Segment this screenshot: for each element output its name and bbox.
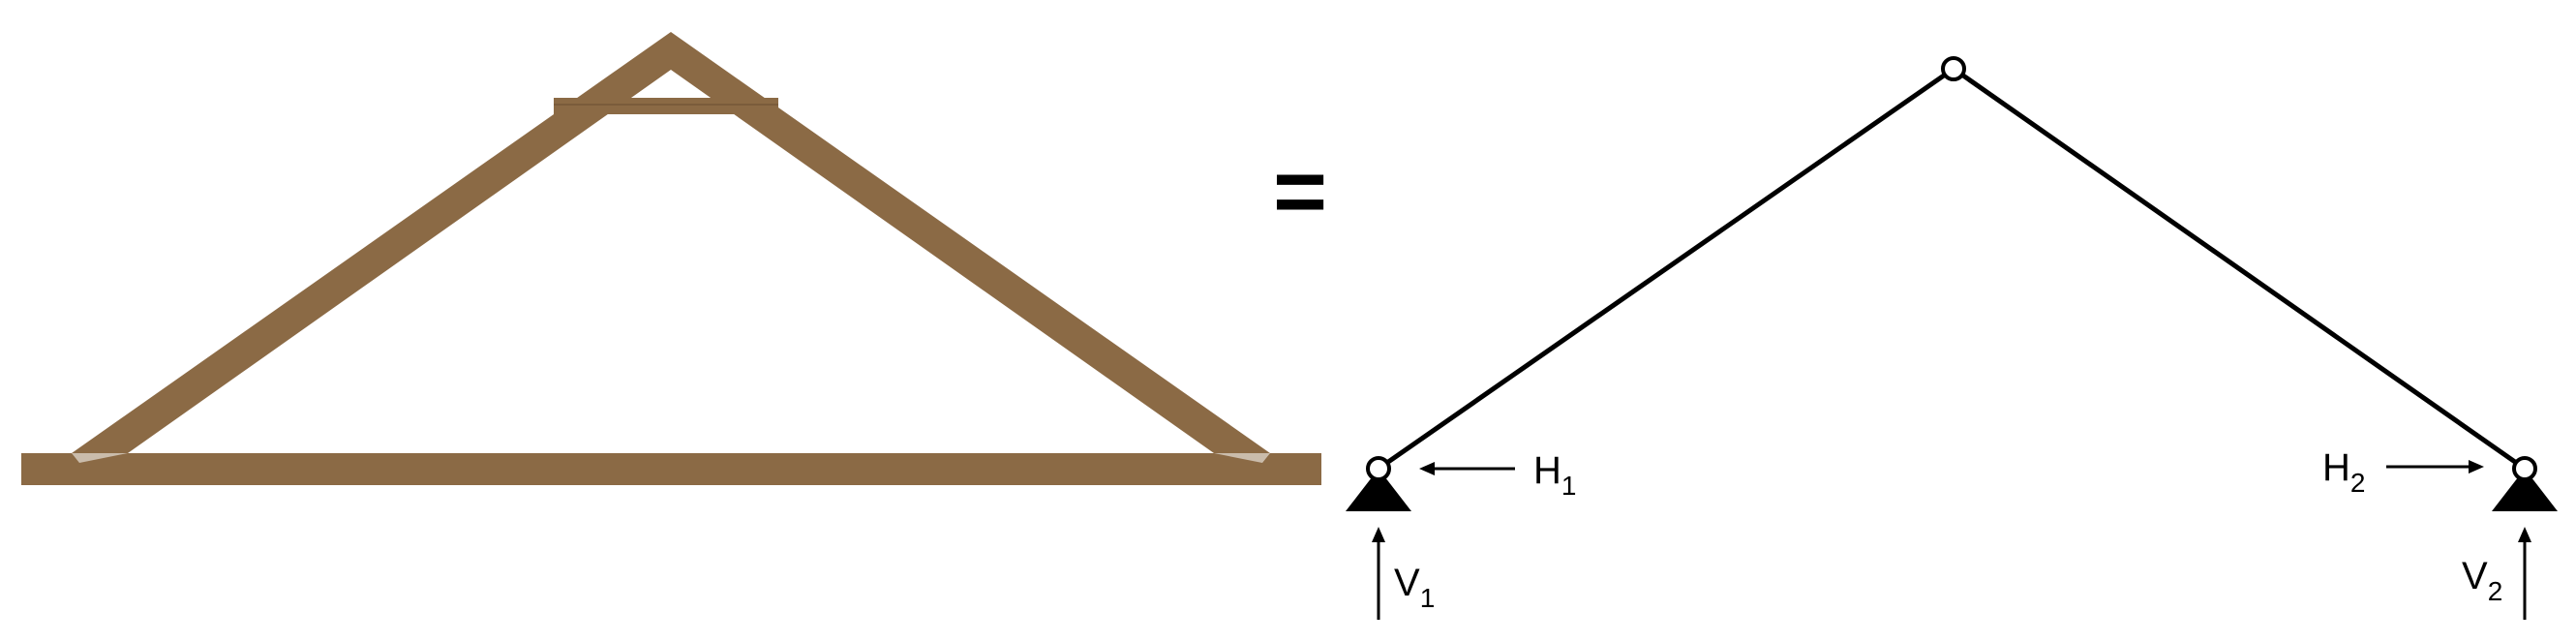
h1-label: H1 <box>1533 449 1576 501</box>
v1-label: V1 <box>1394 562 1435 613</box>
pin-support-icon <box>1346 456 1411 511</box>
truss-right-rafter <box>671 32 1270 453</box>
h2-arrow-head <box>2469 460 2484 474</box>
right-support-hinge <box>2512 456 2537 481</box>
reaction-forces <box>1372 460 2531 620</box>
frame-left-member <box>1377 66 1955 472</box>
truss-left-rafter <box>72 32 671 453</box>
h2-label: H2 <box>2322 446 2365 498</box>
timber-truss <box>21 32 1321 485</box>
left-support-hinge <box>1366 456 1391 481</box>
truss-bottom-chord <box>21 453 1321 485</box>
v2-arrow-head <box>2518 527 2531 542</box>
v1-arrow-head <box>1372 527 1385 542</box>
truss-collar-tie <box>554 98 778 114</box>
v2-label: V2 <box>2462 555 2502 606</box>
force-labels: H1 V1 H2 V2 <box>1394 446 2502 613</box>
hinge-icon <box>1941 56 1966 81</box>
truss-right-foot-cut <box>1214 453 1270 463</box>
equals-sign: = <box>1273 139 1327 243</box>
pin-support-icon <box>2492 456 2558 511</box>
frame-right-member <box>1952 66 2527 472</box>
left-support-triangle <box>1346 469 1411 511</box>
h1-arrow-head <box>1419 462 1435 475</box>
truss-left-foot-cut <box>72 453 128 463</box>
right-support-triangle <box>2492 469 2558 511</box>
three-hinged-frame <box>1346 56 2558 511</box>
